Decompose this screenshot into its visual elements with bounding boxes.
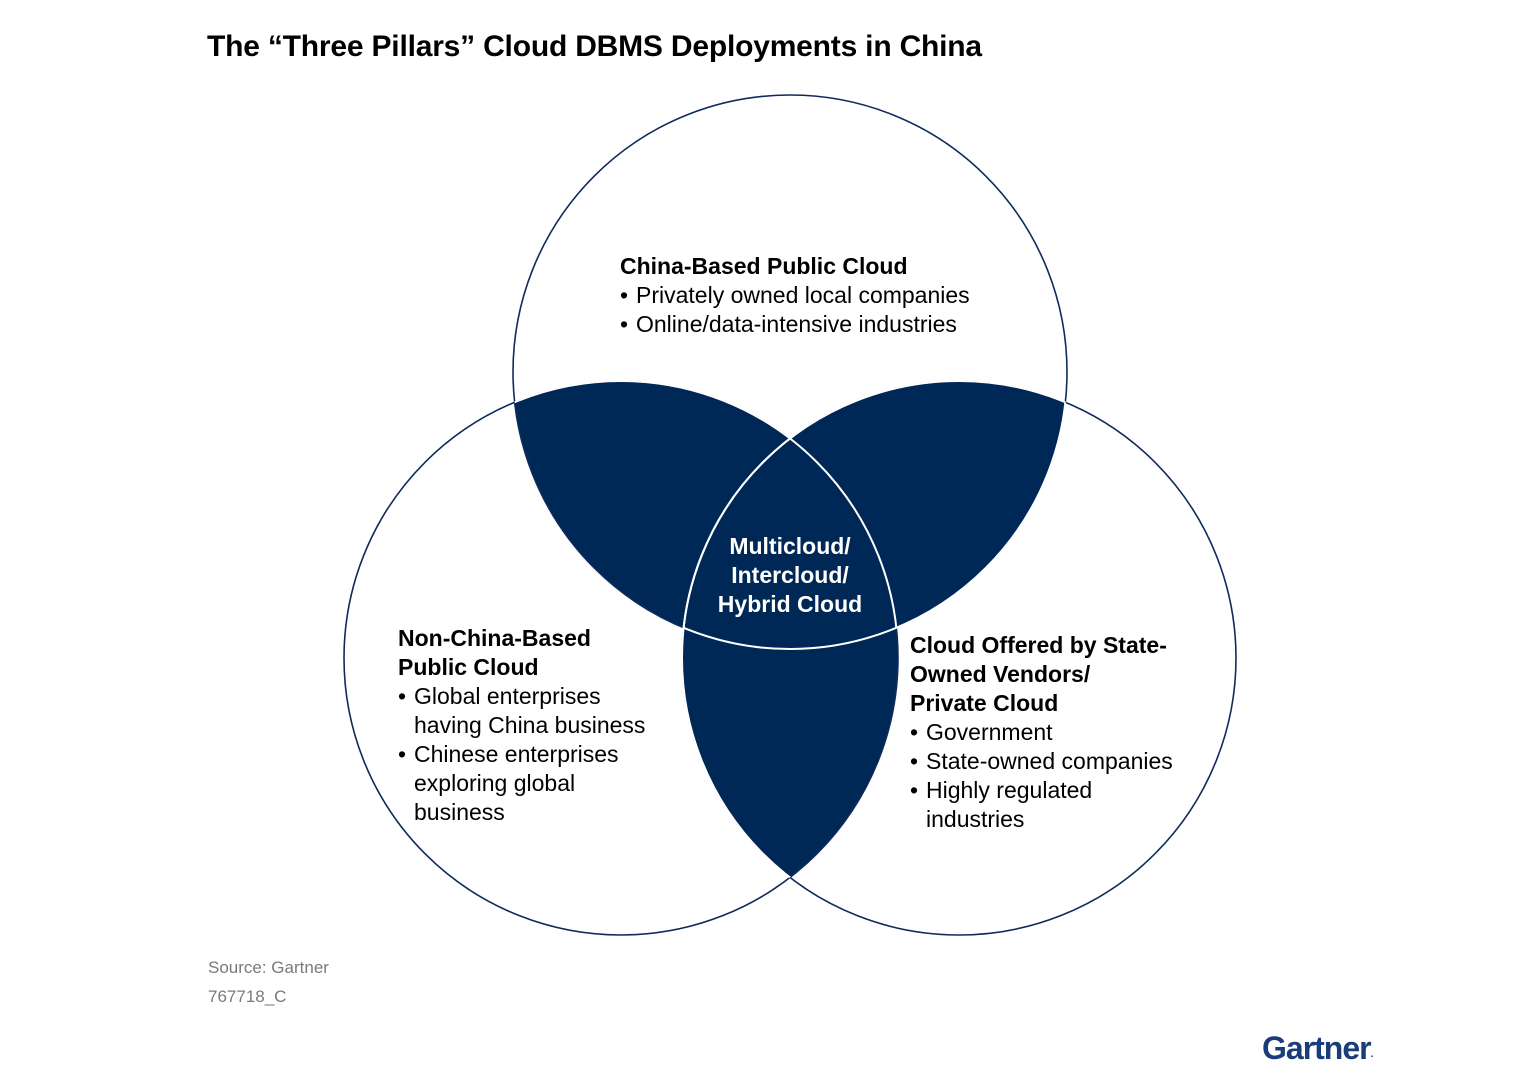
bullet-item: Global enterprises having China business (398, 682, 645, 740)
diagram-title: The “Three Pillars” Cloud DBMS Deploymen… (207, 30, 982, 63)
logo-mark: . (1370, 1049, 1374, 1060)
region-heading-line: Owned Vendors/ (910, 661, 1091, 687)
region-heading-line: Private Cloud (910, 690, 1059, 716)
source-text: Source: Gartner (208, 958, 329, 977)
bullet-item: Chinese enterprises exploring global bus… (398, 740, 645, 827)
bullet-line: Chinese enterprises (414, 741, 619, 767)
logo-text: Gartner (1262, 1030, 1372, 1066)
center-label-line: Multicloud/ (729, 533, 851, 559)
bullet-list: Privately owned local companies Online/d… (620, 281, 970, 339)
bullet-item: Government (910, 718, 1173, 747)
center-label-line: Hybrid Cloud (717, 591, 863, 617)
bullet-line: industries (926, 806, 1025, 832)
center-label-multicloud: Multicloud/ Intercloud/ Hybrid Cloud (690, 532, 890, 619)
bullet-line: Global enterprises (414, 683, 601, 709)
center-boundary-top-arc (682, 381, 1068, 650)
region-heading-line: Cloud Offered by State- (910, 632, 1167, 658)
region-non-china-based-public-cloud: Non-China-Based Public Cloud Global ente… (398, 624, 645, 827)
bullet-line: State-owned companies (926, 748, 1173, 774)
bullet-line: having China business (414, 712, 646, 738)
region-state-owned-private-cloud: Cloud Offered by State- Owned Vendors/ P… (910, 631, 1173, 834)
center-boundary-right-arc (681, 380, 1067, 649)
gartner-logo: Gartner. (1262, 1030, 1374, 1067)
bullet-item: State-owned companies (910, 747, 1173, 776)
bullet-line: Highly regulated (926, 777, 1093, 803)
bullet-line: exploring global (414, 770, 576, 796)
overlap-left-right (682, 381, 898, 935)
region-heading: China-Based Public Cloud (620, 253, 908, 279)
region-heading-line: Non-China-Based (398, 625, 591, 651)
bullet-line: business (414, 799, 505, 825)
bullet-list: Global enterprises having China business… (398, 682, 645, 827)
center-label-line: Intercloud/ (731, 562, 849, 588)
region-heading-line: Public Cloud (398, 654, 539, 680)
figure-id: 767718_C (208, 987, 287, 1006)
center-boundary-bottom-right-arc (681, 381, 898, 935)
bullet-list: Government State-owned companies Highly … (910, 718, 1173, 834)
bullet-item: Privately owned local companies (620, 281, 970, 310)
source-note: Source: Gartner 767718_C (208, 953, 329, 1011)
region-china-based-public-cloud: China-Based Public Cloud Privately owned… (620, 252, 970, 339)
bullet-item: Highly regulated industries (910, 776, 1173, 834)
center-boundary-left-arc (513, 380, 899, 649)
bullet-line: Government (926, 719, 1053, 745)
bullet-item: Online/data-intensive industries (620, 310, 970, 339)
